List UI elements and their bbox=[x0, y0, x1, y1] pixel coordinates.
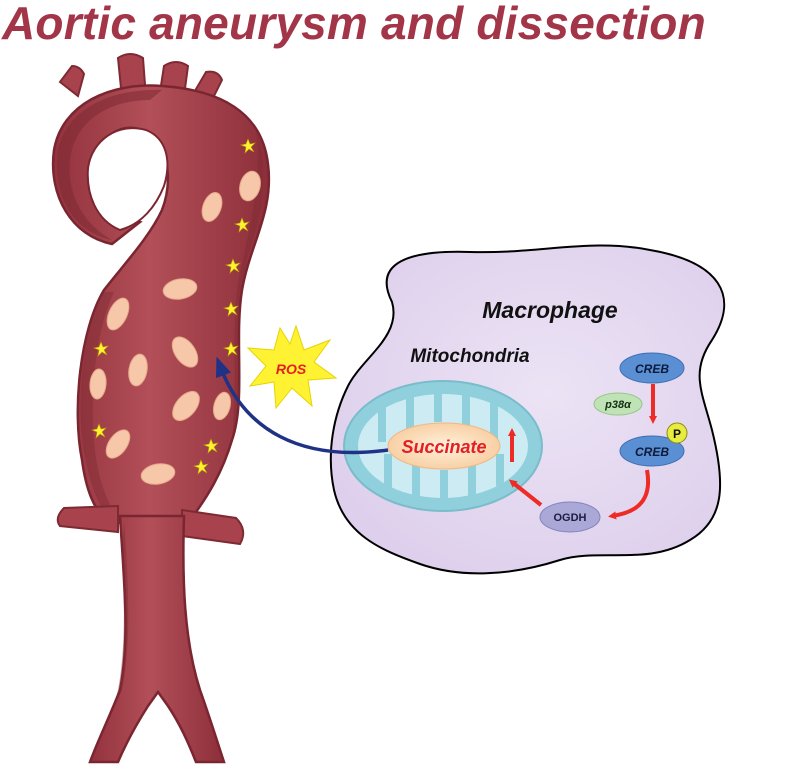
aorta-renal-branch bbox=[56, 504, 119, 534]
ros-star-icon bbox=[224, 258, 241, 274]
arrow-succinate-to-aorta bbox=[216, 356, 389, 455]
ros-star-icon bbox=[222, 341, 239, 357]
crista bbox=[378, 404, 386, 442]
aorta-branch-vessel bbox=[58, 64, 86, 98]
aorta-arch-inner bbox=[86, 127, 169, 232]
ros-star-icon bbox=[202, 438, 219, 454]
phosphate-badge bbox=[666, 422, 688, 444]
plaque bbox=[89, 368, 107, 400]
arrow-creb-to-ogdh bbox=[608, 469, 651, 520]
ros-star-icon bbox=[192, 459, 209, 475]
plaque bbox=[105, 429, 131, 459]
ros-star-icon bbox=[90, 423, 107, 439]
crista bbox=[490, 402, 498, 440]
ros-star-icon bbox=[222, 301, 239, 317]
aorta-shade bbox=[232, 128, 264, 440]
crista bbox=[434, 394, 442, 422]
succinate-node bbox=[387, 422, 501, 470]
crista bbox=[384, 454, 392, 488]
p38-node bbox=[593, 392, 643, 416]
ros-star-icon bbox=[246, 324, 338, 410]
plaque bbox=[201, 192, 223, 222]
plaque bbox=[171, 336, 199, 368]
arrow-ogdh-to-succinate bbox=[508, 479, 543, 507]
aorta-shade bbox=[56, 89, 162, 240]
plaque bbox=[172, 390, 200, 422]
ros-star-icon bbox=[239, 138, 256, 154]
ros-star-icon bbox=[233, 217, 250, 233]
succinate-label: Succinate bbox=[401, 437, 486, 457]
ros-stars-on-wall bbox=[90, 138, 256, 475]
mitochondria-label: Mitochondria bbox=[410, 346, 530, 367]
phosphate-label: P bbox=[673, 427, 681, 441]
aorta-shade bbox=[80, 292, 120, 520]
crista bbox=[496, 454, 504, 486]
creb-phosphorylated-node bbox=[619, 435, 685, 467]
plaque bbox=[128, 353, 148, 387]
creb-node bbox=[619, 352, 685, 384]
creb-label: CREB bbox=[635, 362, 669, 376]
ogdh-label: OGDH bbox=[554, 512, 587, 524]
crista bbox=[412, 462, 420, 498]
mitochondrion: Succinate bbox=[343, 380, 543, 512]
creb-phosphorylated-label: CREB bbox=[635, 445, 669, 459]
plaque bbox=[140, 463, 176, 485]
macrophage-label: Macrophage bbox=[482, 297, 618, 323]
crista bbox=[406, 394, 414, 432]
ogdh-node bbox=[539, 501, 601, 533]
aorta-abdominal bbox=[88, 514, 226, 764]
crista bbox=[440, 470, 448, 498]
ros-label: ROS bbox=[276, 361, 307, 377]
p38-label: p38α bbox=[604, 399, 632, 411]
mitochondria-cristae bbox=[378, 394, 504, 498]
plaque bbox=[239, 170, 261, 202]
plaque bbox=[106, 297, 130, 331]
crista bbox=[468, 462, 476, 498]
plaque bbox=[212, 391, 232, 421]
aorta-renal-branch bbox=[181, 508, 245, 546]
plaque bbox=[162, 278, 198, 300]
ros-star-icon bbox=[92, 341, 109, 357]
crista bbox=[462, 394, 470, 430]
plaques bbox=[89, 170, 261, 485]
page-title: Aortic aneurysm and dissection bbox=[2, 0, 706, 49]
aorta bbox=[51, 53, 271, 764]
aorta-shade bbox=[112, 520, 129, 712]
